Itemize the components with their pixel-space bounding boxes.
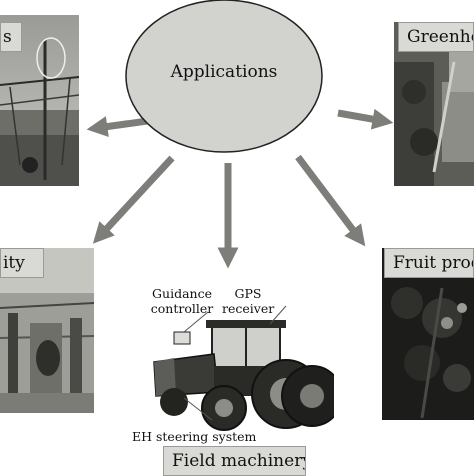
tractor-illustration	[153, 305, 334, 431]
mid-right-label: Fruit prod	[384, 248, 474, 278]
eh-steering-callout: EH steering system	[132, 429, 256, 444]
gps-receiver-callout: GPS receiver	[222, 286, 274, 316]
arrow-to-mid-right	[295, 154, 366, 247]
arrow-to-top-left	[86, 115, 163, 137]
arrow-to-mid-left	[92, 155, 175, 244]
top-left-label: s	[0, 22, 22, 52]
applications-label: Applications	[170, 62, 278, 82]
guidance-controller-callout: Guidance controller	[147, 286, 217, 316]
gps-receiver-text: GPS receiver	[222, 286, 275, 316]
mid-left-label: ity	[0, 248, 44, 278]
top-right-label: Greenho	[398, 22, 474, 52]
arrow-to-top-right	[337, 108, 394, 130]
irrigation-photo	[0, 15, 79, 186]
eh-steering-text: EH steering system	[132, 429, 257, 444]
bottom-label: Field machinery	[163, 446, 306, 476]
guidance-controller-text: Guidance controller	[150, 286, 214, 316]
